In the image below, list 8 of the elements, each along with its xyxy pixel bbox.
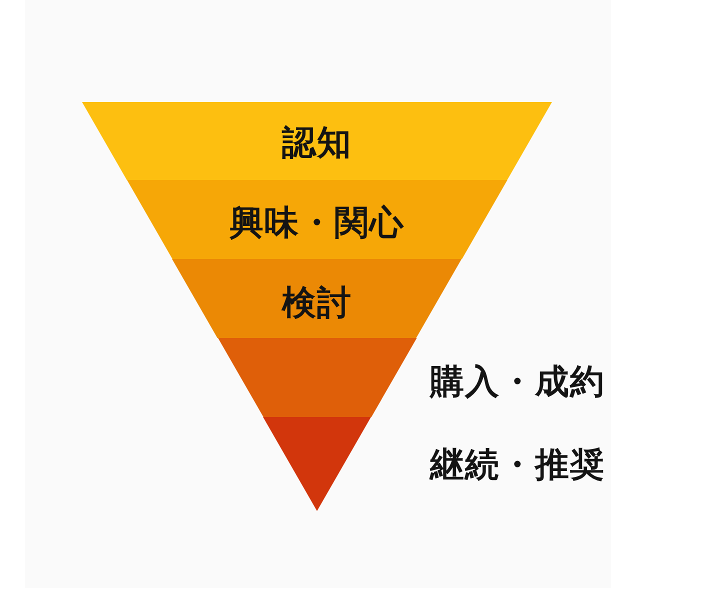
stage-label: 購入・成約 bbox=[430, 362, 605, 402]
stage-label: 認知 bbox=[282, 123, 352, 163]
stage-label: 継続・推奨 bbox=[430, 445, 605, 485]
funnel-band bbox=[172, 259, 462, 338]
stage-label: 検討 bbox=[282, 282, 352, 322]
stage-label: 興味・関心 bbox=[229, 202, 404, 242]
funnel-band bbox=[126, 180, 508, 259]
funnel-band bbox=[82, 102, 552, 180]
